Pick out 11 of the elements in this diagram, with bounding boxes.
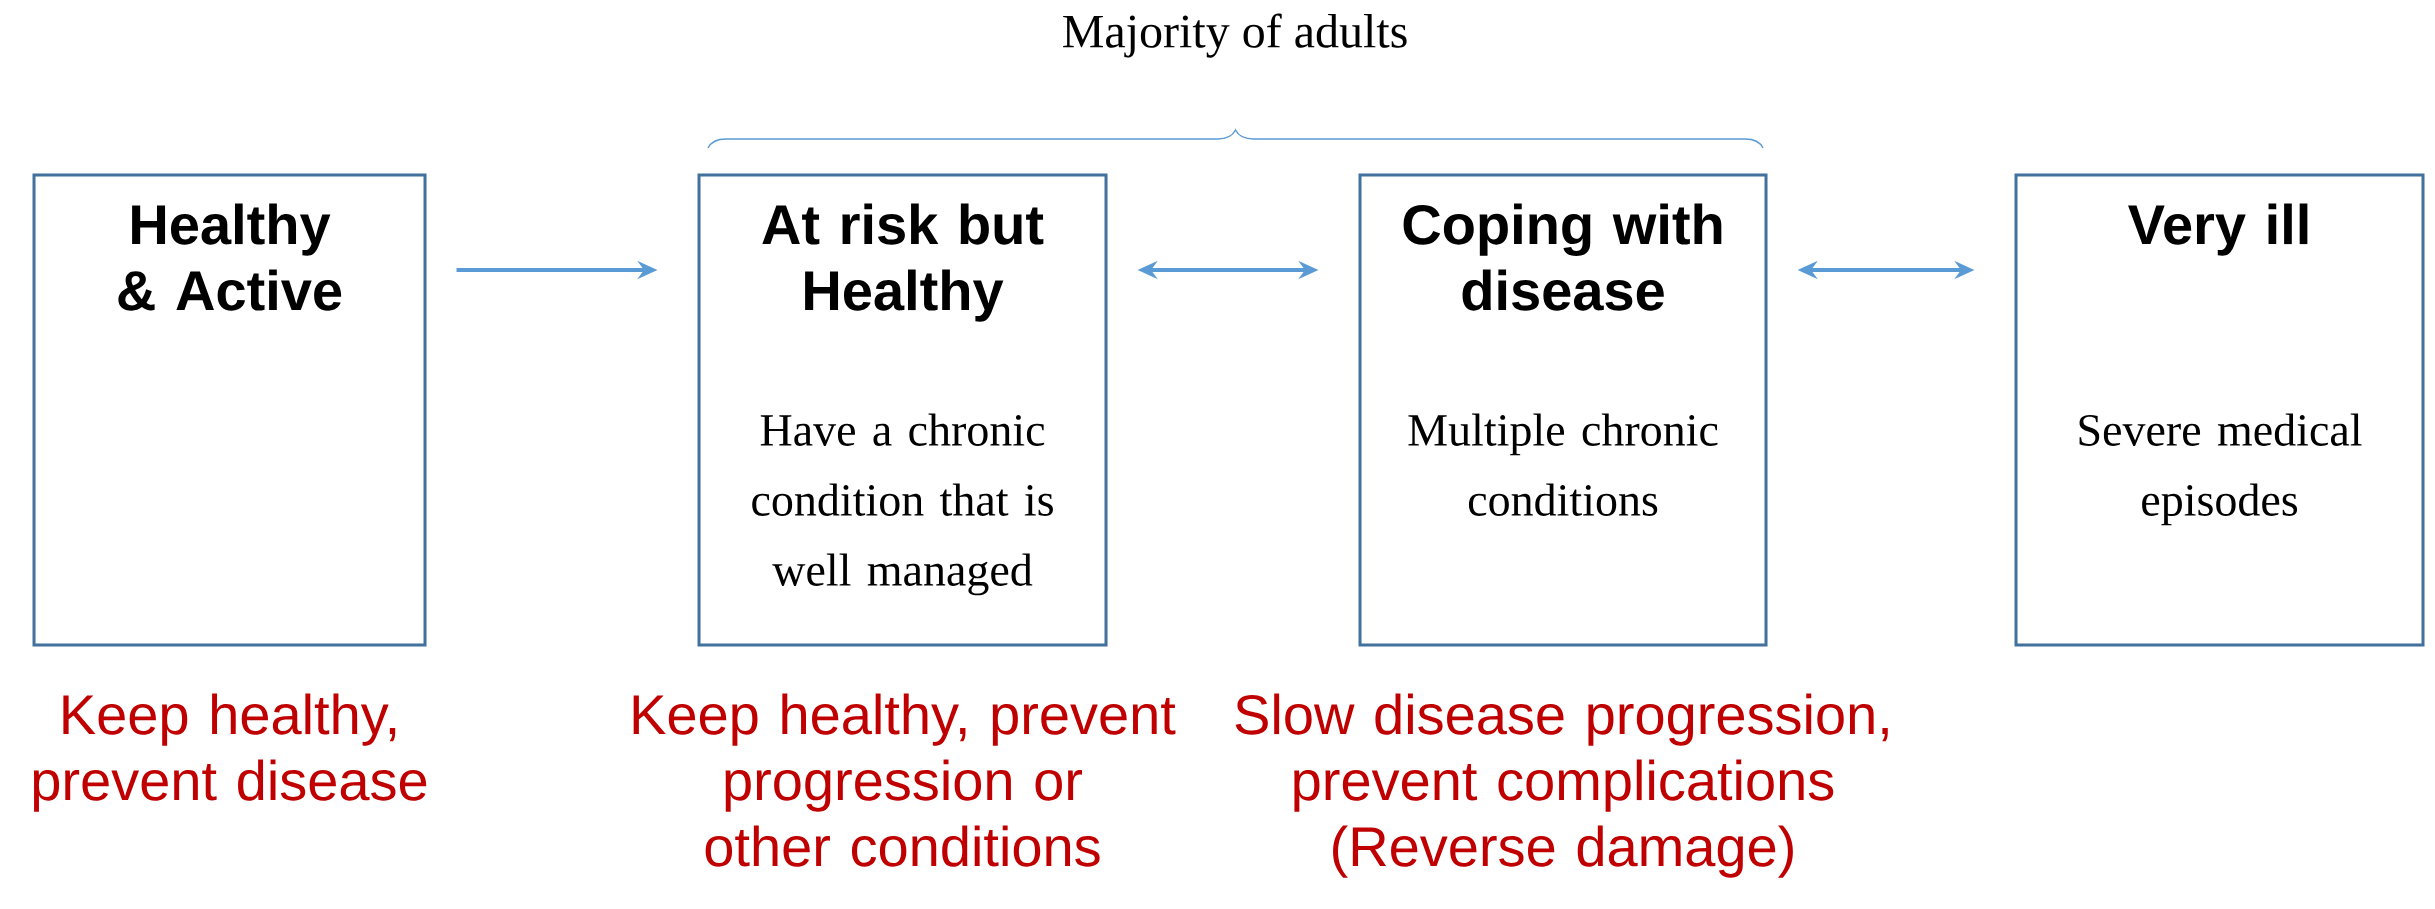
goal-text: Slow disease progression, prevent complications (Reverse damage) xyxy=(1235,693,1888,878)
stage-description: Severe medical episodes xyxy=(2079,413,2362,526)
stage-description: Have a chronic condition that is well managed xyxy=(752,413,1053,596)
goal-text: Keep healthy, prevent progression or other conditions xyxy=(633,693,1176,867)
stage-heading: Coping with disease xyxy=(1403,203,1722,311)
stage-description: Multiple chronic conditions xyxy=(1408,413,1718,516)
stage-heading: At risk but Healthy xyxy=(762,203,1044,322)
stage-heading: Very ill xyxy=(2128,203,2308,256)
stage-heading: Healthy & Active xyxy=(118,203,342,311)
goal-text: Keep healthy, prevent disease xyxy=(33,693,427,812)
brace-label: Majority of adults xyxy=(1063,13,1407,58)
